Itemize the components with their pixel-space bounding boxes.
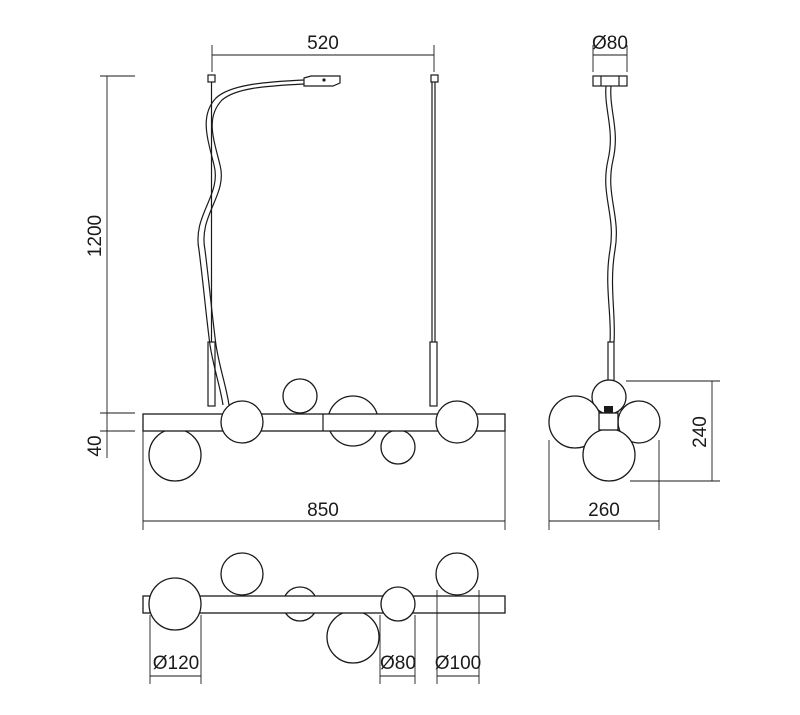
side-cable xyxy=(605,85,612,343)
side-view: Ø80 240 260 xyxy=(548,33,720,530)
dim-label-1200: 1200 xyxy=(85,215,106,257)
top-view: Ø120 Ø80 Ø100 xyxy=(142,552,506,684)
power-cable xyxy=(203,83,305,406)
dim-label-520: 520 xyxy=(307,33,339,54)
dim-label-120: Ø120 xyxy=(153,653,199,674)
dim-label-100: Ø100 xyxy=(435,653,481,674)
dim-label-canopy: Ø80 xyxy=(592,33,628,54)
dim-label-40: 40 xyxy=(85,435,106,456)
dim-label-260: 260 xyxy=(588,500,620,521)
side-cable-outline xyxy=(610,85,617,343)
suspension-sleeve-right xyxy=(429,341,438,407)
dim-label-240: 240 xyxy=(690,416,711,448)
front-view: 520 1200 40 xyxy=(85,33,506,530)
anchor-right xyxy=(430,74,439,83)
globe-top-6 xyxy=(380,586,416,622)
power-cable-outline xyxy=(197,79,305,406)
side-canopy xyxy=(592,75,628,87)
side-bar-section xyxy=(598,412,619,431)
globe-side-bottom xyxy=(582,428,636,482)
side-bar-mount xyxy=(604,406,613,413)
globe-front-5 xyxy=(220,400,264,444)
globe-top-5 xyxy=(148,577,202,631)
globe-front-1 xyxy=(282,378,318,414)
canopy-screw xyxy=(322,78,326,82)
ceiling-canopy xyxy=(303,75,341,87)
globe-top-1 xyxy=(220,552,264,596)
globe-front-6 xyxy=(435,400,479,444)
globe-top-2 xyxy=(435,552,479,596)
dim-label-80: Ø80 xyxy=(380,653,416,674)
anchor-left xyxy=(207,74,216,83)
dim-label-850: 850 xyxy=(307,500,339,521)
globe-top-4 xyxy=(326,610,380,664)
globe-front-2 xyxy=(148,428,202,482)
globe-front-3 xyxy=(380,429,416,465)
suspension-sleeve-left xyxy=(207,341,216,407)
